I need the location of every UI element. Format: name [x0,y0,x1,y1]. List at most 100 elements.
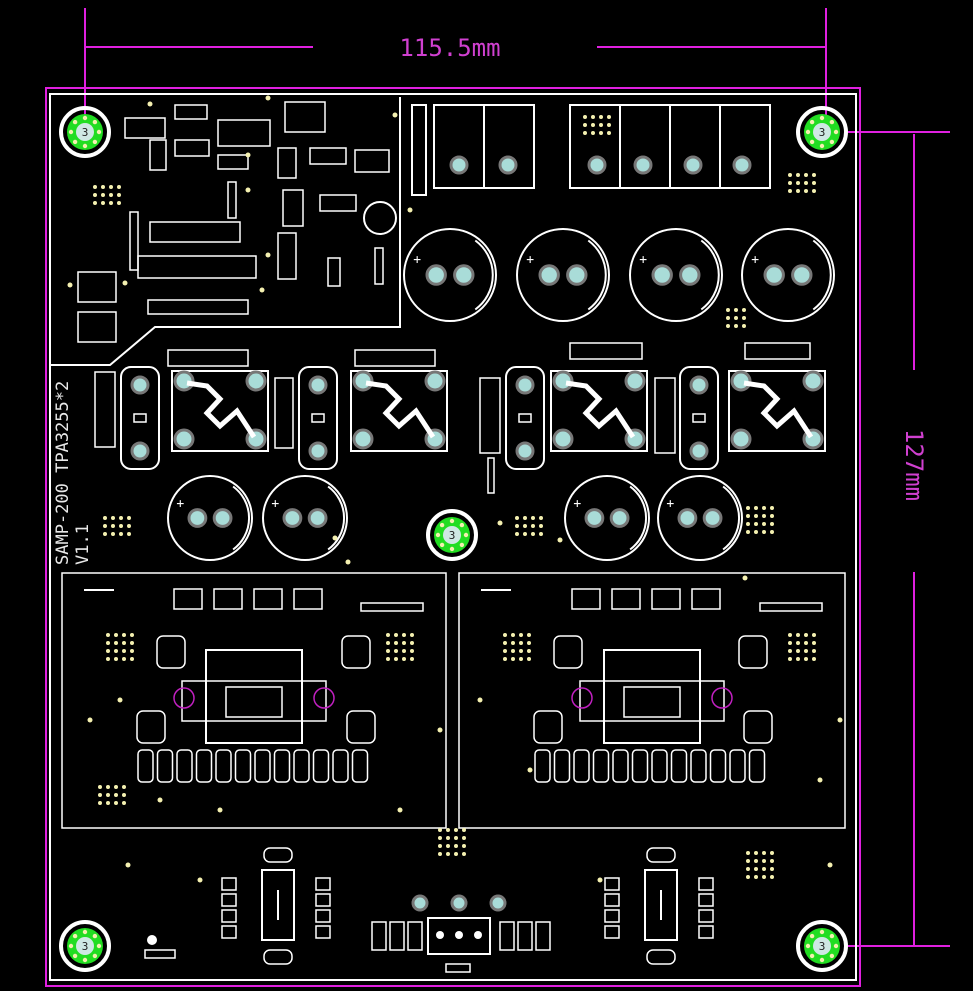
capacitor-polarity-band [722,485,740,551]
pad [212,508,233,528]
inductor-trace [743,380,814,439]
stitching-vias [67,95,843,883]
via [92,139,98,145]
via [410,641,414,645]
pad [489,894,507,912]
amplifier-module [458,572,846,829]
via-grid [386,633,414,661]
mounting-hole-ring [796,920,848,972]
op-amp-ic [221,847,331,965]
smd-component [273,749,291,783]
connector-outline [427,917,491,955]
ic-outline [644,869,678,941]
smd-component [277,147,297,179]
via [796,657,800,661]
smd-component [374,247,384,285]
via [515,516,519,520]
via [819,143,825,149]
pad [308,375,328,395]
smd-component [284,101,326,133]
silk-mark [360,602,424,612]
via [804,173,808,177]
via [127,516,131,520]
via [96,943,102,949]
via [804,649,808,653]
via [726,308,730,312]
resistor-outline [298,366,338,470]
mounting-hole-label: 3 [449,529,456,542]
resistor-outline [679,366,719,470]
via [332,535,338,541]
via [770,514,774,518]
via [127,524,131,528]
pin [474,931,482,939]
capacitor-polarity-band [232,485,250,551]
via [788,649,792,653]
via [770,875,774,879]
via [217,807,223,813]
via [101,193,105,197]
via [114,793,118,797]
via [147,101,153,107]
via [122,280,128,286]
via [446,836,450,840]
via [93,201,97,205]
pad [515,441,535,461]
pad [730,428,752,450]
smd-component [282,189,304,227]
terminal-block-left [433,104,535,189]
smd-component [729,749,746,783]
via [109,201,113,205]
via [386,633,390,637]
via [827,862,833,868]
smd-component [604,909,620,923]
via [515,532,519,536]
via [87,717,93,723]
capacitor-outline [516,228,610,322]
via [583,123,587,127]
smd-component [631,749,649,783]
via [796,173,800,177]
pad [453,264,475,286]
smd-component [215,749,232,783]
via [106,785,110,789]
via [523,516,527,520]
chip-footprint [181,680,327,722]
mounting-hole: 3 [796,106,848,158]
via [106,633,110,637]
via [407,207,413,213]
smd-component [698,925,714,939]
smd-component [94,371,116,448]
via [746,514,750,518]
via [410,657,414,661]
via [523,524,527,528]
mounting-hole: 3 [59,106,111,158]
led-pad [147,935,157,945]
resistor-body [518,413,532,423]
via [812,181,816,185]
via [599,123,603,127]
via [92,953,98,959]
inductor [728,370,826,452]
plus-marker: + [751,253,759,268]
resistor-outline [120,366,160,470]
via [114,649,118,653]
smd-capacitor [293,588,323,610]
via [265,95,271,101]
smd-component [315,877,331,891]
smd-component [709,749,727,783]
via [82,143,88,149]
gate-driver-parts [94,342,811,494]
via [130,649,134,653]
capacitor-outline [262,475,348,561]
mounting-hole-drill [76,123,94,141]
via [539,532,543,536]
via-grid [515,516,543,536]
silk-mark [445,963,471,973]
via [817,777,823,783]
via [72,953,78,959]
via [583,115,587,119]
mounting-mark [571,687,593,709]
smd-component [77,311,117,343]
via [245,152,251,158]
